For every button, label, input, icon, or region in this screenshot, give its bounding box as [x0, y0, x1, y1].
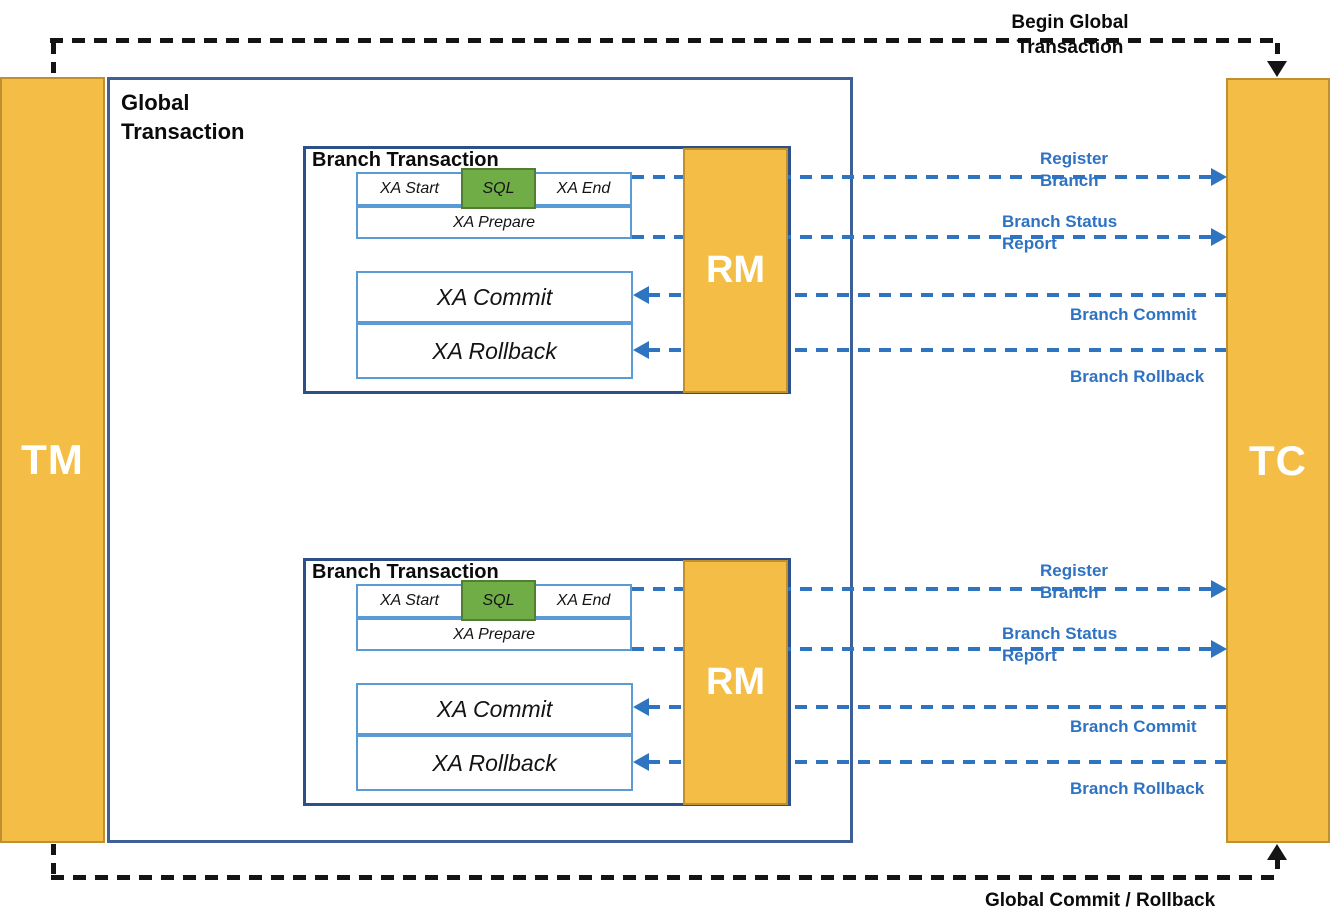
xa-start-box: XA Start	[380, 180, 439, 197]
rm-label: RM	[705, 249, 766, 291]
global-commit-arrowhead-icon	[1267, 844, 1287, 860]
xa-start-box: XA Start	[380, 592, 439, 609]
begin-global-arrowhead-icon	[1267, 61, 1287, 77]
branch-rollback-label: Branch Rollback	[1070, 779, 1205, 798]
branch-transaction-section-1: Branch Transaction XA Start SQL XA End X…	[0, 146, 1330, 398]
register-branch-arrow	[632, 175, 1212, 179]
branch-rollback-label: Branch Rollback	[1070, 367, 1205, 386]
branch-transaction-title: Branch Transaction	[312, 149, 499, 171]
begin-global-transaction-line-tc-drop	[1275, 43, 1280, 62]
begin-global-transaction-line-tm-drop	[51, 43, 56, 77]
global-commit-line	[51, 875, 1280, 880]
xa-rollback-box: XA Rollback	[356, 323, 633, 379]
branch-status-report-arrowhead-icon	[1211, 640, 1227, 658]
begin-global-transaction-label: Begin Global Transaction	[1011, 12, 1129, 58]
tm-box: TM	[0, 77, 105, 843]
tc-box: TC	[1226, 78, 1330, 843]
rm-label: RM	[705, 661, 766, 703]
branch-commit-arrow	[648, 293, 1226, 297]
begin-global-transaction-line	[50, 38, 1280, 43]
branch-transaction-section-2: Branch Transaction XA Start SQL XA End X…	[0, 558, 1330, 810]
branch-status-report-label: Branch Status Report	[1002, 212, 1118, 253]
branch-transaction-title: Branch Transaction	[312, 561, 499, 583]
branch-commit-label: Branch Commit	[1070, 717, 1197, 736]
branch-status-report-arrow	[632, 647, 1212, 651]
branch-rollback-arrowhead-icon	[633, 341, 649, 359]
branch-rollback-arrowhead-icon	[633, 753, 649, 771]
register-branch-arrowhead-icon	[1211, 168, 1227, 186]
branch-commit-arrowhead-icon	[633, 698, 649, 716]
rm-box: RM	[683, 148, 788, 393]
xa-commit-box: XA Commit	[356, 271, 633, 323]
global-transaction-title: Global Transaction	[121, 90, 245, 144]
xa-commit-box: XA Commit	[356, 683, 633, 735]
branch-commit-label: Branch Commit	[1070, 305, 1197, 324]
sql-box: SQL	[461, 168, 536, 209]
sql-box: SQL	[461, 580, 536, 621]
xa-end-box: XA End	[556, 592, 611, 609]
register-branch-label: Register Branch	[1040, 561, 1109, 602]
rm-box: RM	[683, 560, 788, 805]
register-branch-label: Register Branch	[1040, 149, 1109, 190]
branch-commit-arrow	[648, 705, 1226, 709]
xa-end-box: XA End	[556, 180, 611, 197]
branch-commit-arrowhead-icon	[633, 286, 649, 304]
xa-prepare-box: XA Prepare	[356, 206, 632, 239]
tm-label: TM	[21, 436, 84, 483]
global-commit-rollback-label: Global Commit / Rollback	[985, 890, 1216, 911]
global-commit-line-tc-rise	[1275, 858, 1280, 876]
branch-rollback-arrow	[648, 348, 1226, 352]
register-branch-arrowhead-icon	[1211, 580, 1227, 598]
branch-rollback-arrow	[648, 760, 1226, 764]
register-branch-arrow	[632, 587, 1212, 591]
branch-status-report-label: Branch Status Report	[1002, 624, 1118, 665]
xa-rollback-box: XA Rollback	[356, 735, 633, 791]
branch-status-report-arrowhead-icon	[1211, 228, 1227, 246]
tc-label: TC	[1249, 436, 1307, 484]
global-commit-line-tm-drop	[51, 844, 56, 878]
branch-status-report-arrow	[632, 235, 1212, 239]
xa-prepare-box: XA Prepare	[356, 618, 632, 651]
